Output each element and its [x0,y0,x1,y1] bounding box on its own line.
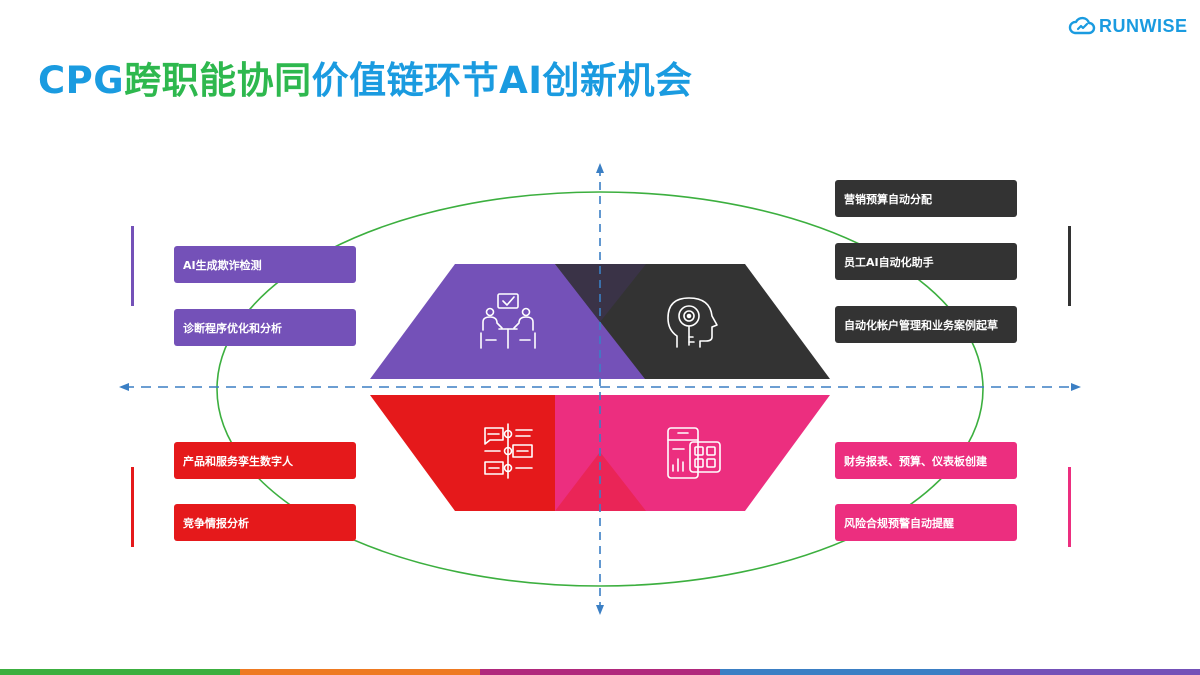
label-fraud-detection: AI生成欺诈检测 [174,246,356,283]
footer-segment-green [0,669,240,675]
label-diagnostic-optimization: 诊断程序优化和分析 [174,309,356,346]
label-account-management: 自动化帐户管理和业务案例起草 [835,306,1017,343]
title-part-cross-functional: 跨职能协同 [124,59,312,102]
footer-segment-blue [720,669,960,675]
accent-bar-bottom-right [1068,467,1071,547]
quadrant-top-left-shape [370,264,646,379]
title-part-cpg: CPG [38,59,125,102]
title-part-value-chain: 价值链环节AI创新机会 [311,59,693,102]
ai-head-icon [667,297,718,348]
label-competitive-intel: 竞争情报分析 [174,504,356,541]
accent-bar-bottom-left [131,467,134,547]
cloud-icon [1068,16,1096,35]
footer-color-bar [0,669,1200,675]
label-digital-twin: 产品和服务孪生数字人 [174,442,356,479]
label-risk-alerts: 风险合规预警自动提醒 [835,504,1017,541]
logo-text: RUNWISE [1099,15,1188,36]
runwise-logo: RUNWISE [1068,12,1188,40]
footer-segment-magenta [480,669,720,675]
dashboard-icon [667,427,721,479]
accent-bar-top-left [131,226,134,306]
page-title: CPG跨职能协同价值链环节AI创新机会 [38,50,693,104]
meeting-icon [480,293,536,349]
label-marketing-budget: 营销预算自动分配 [835,180,1017,217]
timeline-icon [484,423,533,479]
footer-segment-purple [960,669,1200,675]
quadrant-top-right-shape [555,264,830,379]
footer-segment-orange [240,669,480,675]
label-employee-assistant: 员工AI自动化助手 [835,243,1017,280]
label-financial-reports: 财务报表、预算、仪表板创建 [835,442,1017,479]
accent-bar-top-right [1068,226,1071,306]
quadrant-bottom-right-shape [555,395,830,511]
